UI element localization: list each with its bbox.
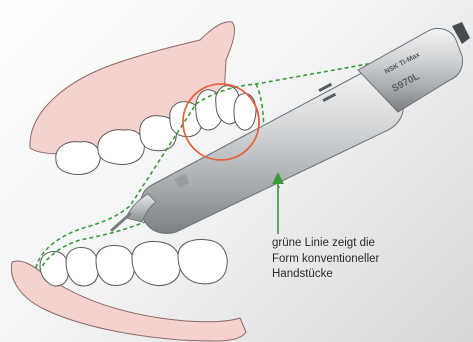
upper-molar-2: [98, 130, 144, 165]
lower-premolar-1: [66, 248, 99, 286]
green-arrow: [272, 172, 284, 234]
upper-molar-1: [56, 142, 100, 175]
upper-incisor-2: [234, 94, 256, 130]
caption-line-2: Form konventioneller: [272, 252, 452, 268]
caption: grüne Linie zeigt die Form konventionell…: [272, 236, 452, 283]
lower-molar-1: [132, 242, 180, 286]
caption-line-3: Handstücke: [272, 267, 452, 283]
lower-teeth: [40, 240, 227, 286]
lower-premolar-2: [96, 246, 134, 286]
caption-line-1: grüne Linie zeigt die: [272, 236, 452, 252]
lower-molar-2: [178, 240, 227, 284]
